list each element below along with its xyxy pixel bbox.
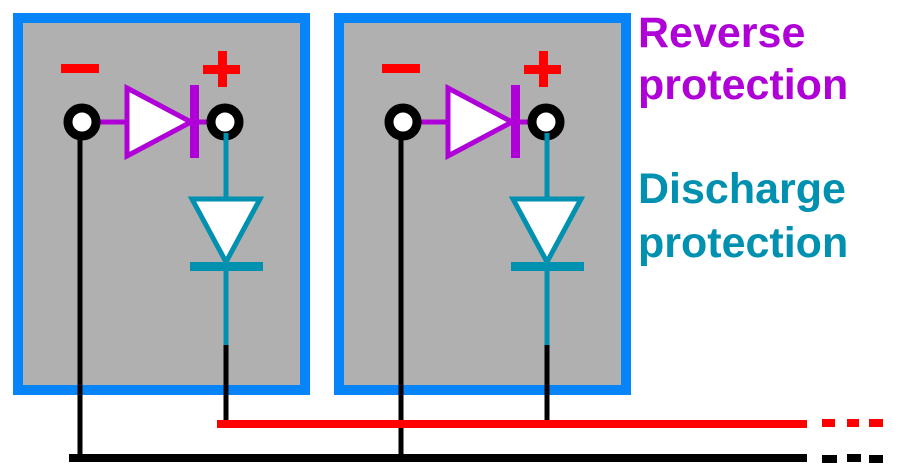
discharge-diode-icon (508, 196, 586, 268)
positive-bus-dash (847, 419, 859, 427)
solar-panel-1 (13, 13, 310, 460)
negative-bus (69, 454, 807, 462)
negative-bus-dash (869, 455, 883, 463)
negative-bus-dash (822, 455, 837, 463)
positive-bus-dash (869, 419, 883, 427)
discharge-protection-label: Discharge protection (638, 164, 848, 268)
negative-terminal-icon (384, 103, 422, 141)
reverse-label-line2: protection (638, 61, 849, 109)
minus-sign-icon (382, 64, 420, 73)
discharge-diode-bar (190, 262, 263, 271)
positive-terminal-icon (206, 103, 244, 141)
plus-sign-icon (203, 51, 240, 87)
solar-panel-2 (334, 13, 631, 460)
positive-bus-dash (822, 419, 835, 427)
reverse-diode-bar (511, 85, 520, 158)
discharge-label-line1: Discharge (638, 165, 846, 213)
negative-terminal-icon (63, 103, 101, 141)
panel-2-frame (334, 13, 631, 395)
positive-bus (217, 420, 807, 428)
panel-1-frame (13, 13, 310, 395)
discharge-diode-bar (511, 262, 584, 271)
reverse-protection-label: Reverse protection (638, 8, 848, 110)
discharge-label-line2: protection (638, 219, 849, 267)
minus-sign-icon (61, 64, 99, 73)
positive-terminal-icon (527, 103, 565, 141)
plus-sign-icon (524, 51, 561, 87)
reverse-diode-icon (445, 83, 518, 161)
negative-bus-dash (847, 454, 861, 462)
reverse-label-line1: Reverse (638, 9, 806, 57)
reverse-diode-bar (190, 85, 199, 158)
reverse-diode-icon (124, 83, 197, 161)
discharge-diode-icon (187, 196, 265, 268)
